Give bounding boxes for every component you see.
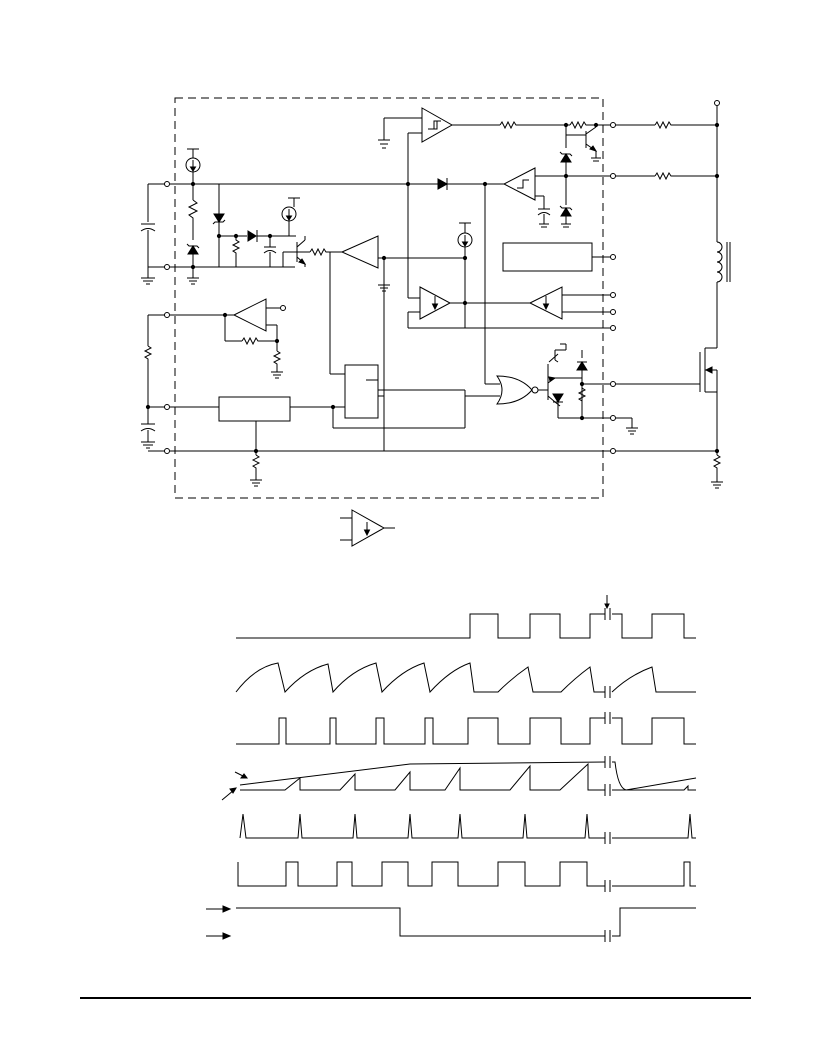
waveform-3 xyxy=(236,717,696,745)
block-diagram xyxy=(140,97,731,499)
waveform-5 xyxy=(239,813,696,839)
waveform-6 xyxy=(237,861,696,887)
waveform-4 xyxy=(239,761,697,791)
oscillator xyxy=(140,396,611,487)
comparator-pair xyxy=(407,286,616,331)
latch xyxy=(344,255,466,451)
supply-rail xyxy=(140,181,485,285)
footer-rule xyxy=(80,997,751,999)
waveform-7 xyxy=(236,907,696,937)
current-source-center xyxy=(457,222,473,328)
waveform-4b xyxy=(240,762,696,791)
external-power-stage xyxy=(610,100,731,489)
hysteresis-comparator-mid xyxy=(437,167,616,384)
ic-boundary xyxy=(174,97,604,499)
startup-circuit xyxy=(212,184,342,267)
waveform-1 xyxy=(236,613,696,639)
reference-branch xyxy=(185,148,201,285)
output-driver xyxy=(464,343,638,435)
hysteresis-comparator-top xyxy=(378,107,616,298)
error-amplifier xyxy=(329,235,465,375)
current-sense-amp xyxy=(143,298,286,424)
legend-symbol xyxy=(340,509,395,547)
waveform-2 xyxy=(235,662,696,694)
function-block-right xyxy=(502,242,616,272)
